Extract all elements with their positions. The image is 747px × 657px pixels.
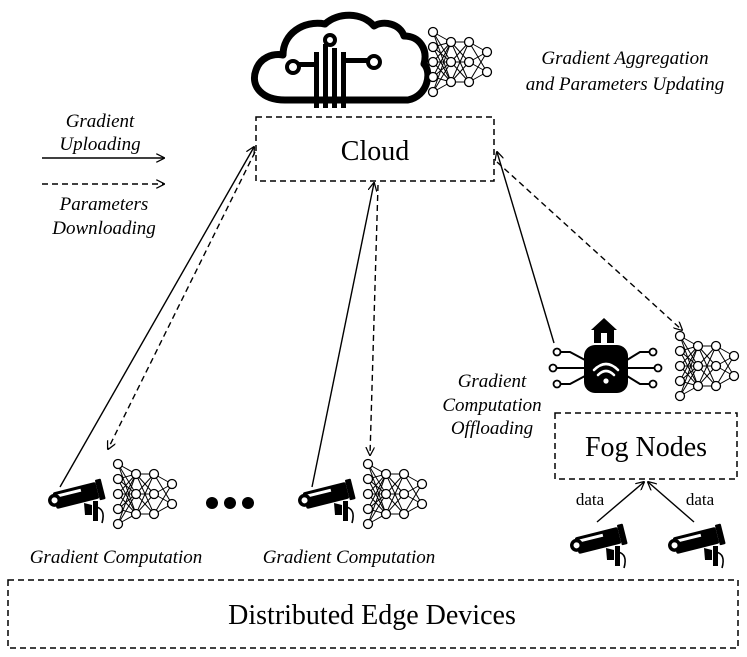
aggregation-note-line2: and Parameters Updating	[526, 74, 724, 95]
fog-nodes-box	[554, 412, 738, 480]
legend-uploading-line2: Uploading	[59, 134, 140, 155]
edge-node2-caption: Gradient Computation	[263, 547, 436, 568]
cloud-box	[255, 116, 495, 182]
neural-network-icon	[112, 458, 178, 530]
offloading-line2: Computation	[442, 395, 541, 416]
neural-network-icon	[427, 26, 493, 98]
cctv-camera-icon	[665, 522, 727, 569]
edge-devices-box	[7, 579, 739, 649]
cloud-circuit-icon	[251, 11, 432, 108]
download-arrow-fog	[496, 161, 682, 330]
ellipsis-dots-icon	[206, 497, 254, 509]
cctv-camera-icon	[295, 477, 357, 524]
cctv-camera-icon	[45, 477, 107, 524]
cloud-label: Cloud	[341, 136, 409, 167]
upload-arrow-edge2	[311, 183, 374, 488]
cctv-camera-icon	[567, 522, 629, 569]
offloading-line1: Gradient	[458, 371, 527, 392]
legend-downloading-line2: Downloading	[51, 218, 155, 239]
smart-home-router-icon	[548, 318, 663, 393]
neural-network-icon	[362, 458, 428, 530]
data-label-right: data	[686, 490, 715, 509]
upload-arrow-edge1	[59, 147, 254, 488]
upload-arrow-fog	[497, 152, 555, 344]
data-label-left: data	[576, 490, 605, 509]
data-arrow-left	[596, 482, 644, 523]
data-arrow-right	[648, 482, 695, 523]
fog-nodes-label: Fog Nodes	[585, 432, 707, 463]
download-arrow-edge2	[370, 184, 379, 455]
legend-uploading-line1: Gradient	[66, 111, 135, 132]
edge-devices-label: Distributed Edge Devices	[228, 600, 516, 631]
download-arrow-edge1	[108, 151, 256, 449]
neural-network-icon	[674, 330, 740, 402]
aggregation-note-line1: Gradient Aggregation	[541, 48, 708, 69]
edge-node1-caption: Gradient Computation	[30, 547, 203, 568]
legend-downloading-line1: Parameters	[59, 194, 149, 215]
offloading-line3: Offloading	[451, 418, 533, 439]
